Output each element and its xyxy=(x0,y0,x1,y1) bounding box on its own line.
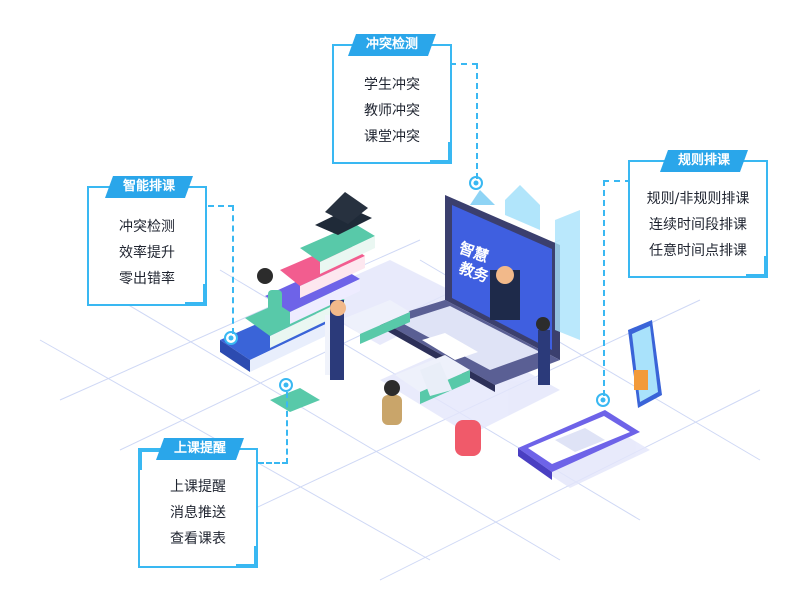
card-item: 任意时间点排课 xyxy=(649,243,747,259)
card-item: 连续时间段排课 xyxy=(649,217,747,233)
card-title: 上课提醒 xyxy=(174,441,227,456)
card-item: 教师冲突 xyxy=(364,103,420,119)
card-title-tag: 冲突检测 xyxy=(347,34,437,56)
connector-dots-center xyxy=(228,180,606,403)
tablet xyxy=(518,410,640,480)
card-corner xyxy=(185,284,207,306)
card-item: 效率提升 xyxy=(119,245,175,261)
card-corner xyxy=(138,448,160,470)
card-item: 学生冲突 xyxy=(364,77,420,93)
card-corner xyxy=(430,142,452,164)
connector-rules xyxy=(603,180,631,396)
card-class-reminder: 上课提醒 上课提醒 消息推送 查看课表 xyxy=(138,438,258,568)
card-item: 规则/非规则排课 xyxy=(646,191,750,207)
card-corner xyxy=(236,546,258,568)
card-title-tag: 智能排课 xyxy=(104,176,194,198)
card-rule-scheduling: 规则排课 规则/非规则排课 连续时间段排课 任意时间点排课 xyxy=(628,150,768,278)
card-item: 零出错率 xyxy=(119,271,175,287)
card-item: 消息推送 xyxy=(170,505,226,521)
laptop xyxy=(380,185,580,392)
phone xyxy=(628,320,662,408)
book-stack xyxy=(220,192,375,372)
card-title: 智能排课 xyxy=(123,179,176,194)
card-title: 规则排课 xyxy=(678,153,731,168)
card-item: 冲突检测 xyxy=(119,219,175,235)
card-smart-scheduling: 智能排课 冲突检测 效率提升 零出错率 xyxy=(87,176,207,306)
connector-conflict xyxy=(450,63,478,179)
card-corner xyxy=(746,256,768,278)
card-item: 上课提醒 xyxy=(170,479,226,495)
card-title-tag: 上课提醒 xyxy=(155,438,245,460)
connector-reminder xyxy=(258,392,288,464)
desks-and-students xyxy=(257,268,550,456)
connector-smart xyxy=(208,205,234,334)
card-item: 查看课表 xyxy=(170,531,226,547)
card-conflict-detection: 冲突检测 学生冲突 教师冲突 课堂冲突 xyxy=(332,34,452,164)
card-title-tag: 规则排课 xyxy=(659,150,749,172)
card-title: 冲突检测 xyxy=(366,37,419,52)
card-item: 课堂冲突 xyxy=(364,129,420,145)
